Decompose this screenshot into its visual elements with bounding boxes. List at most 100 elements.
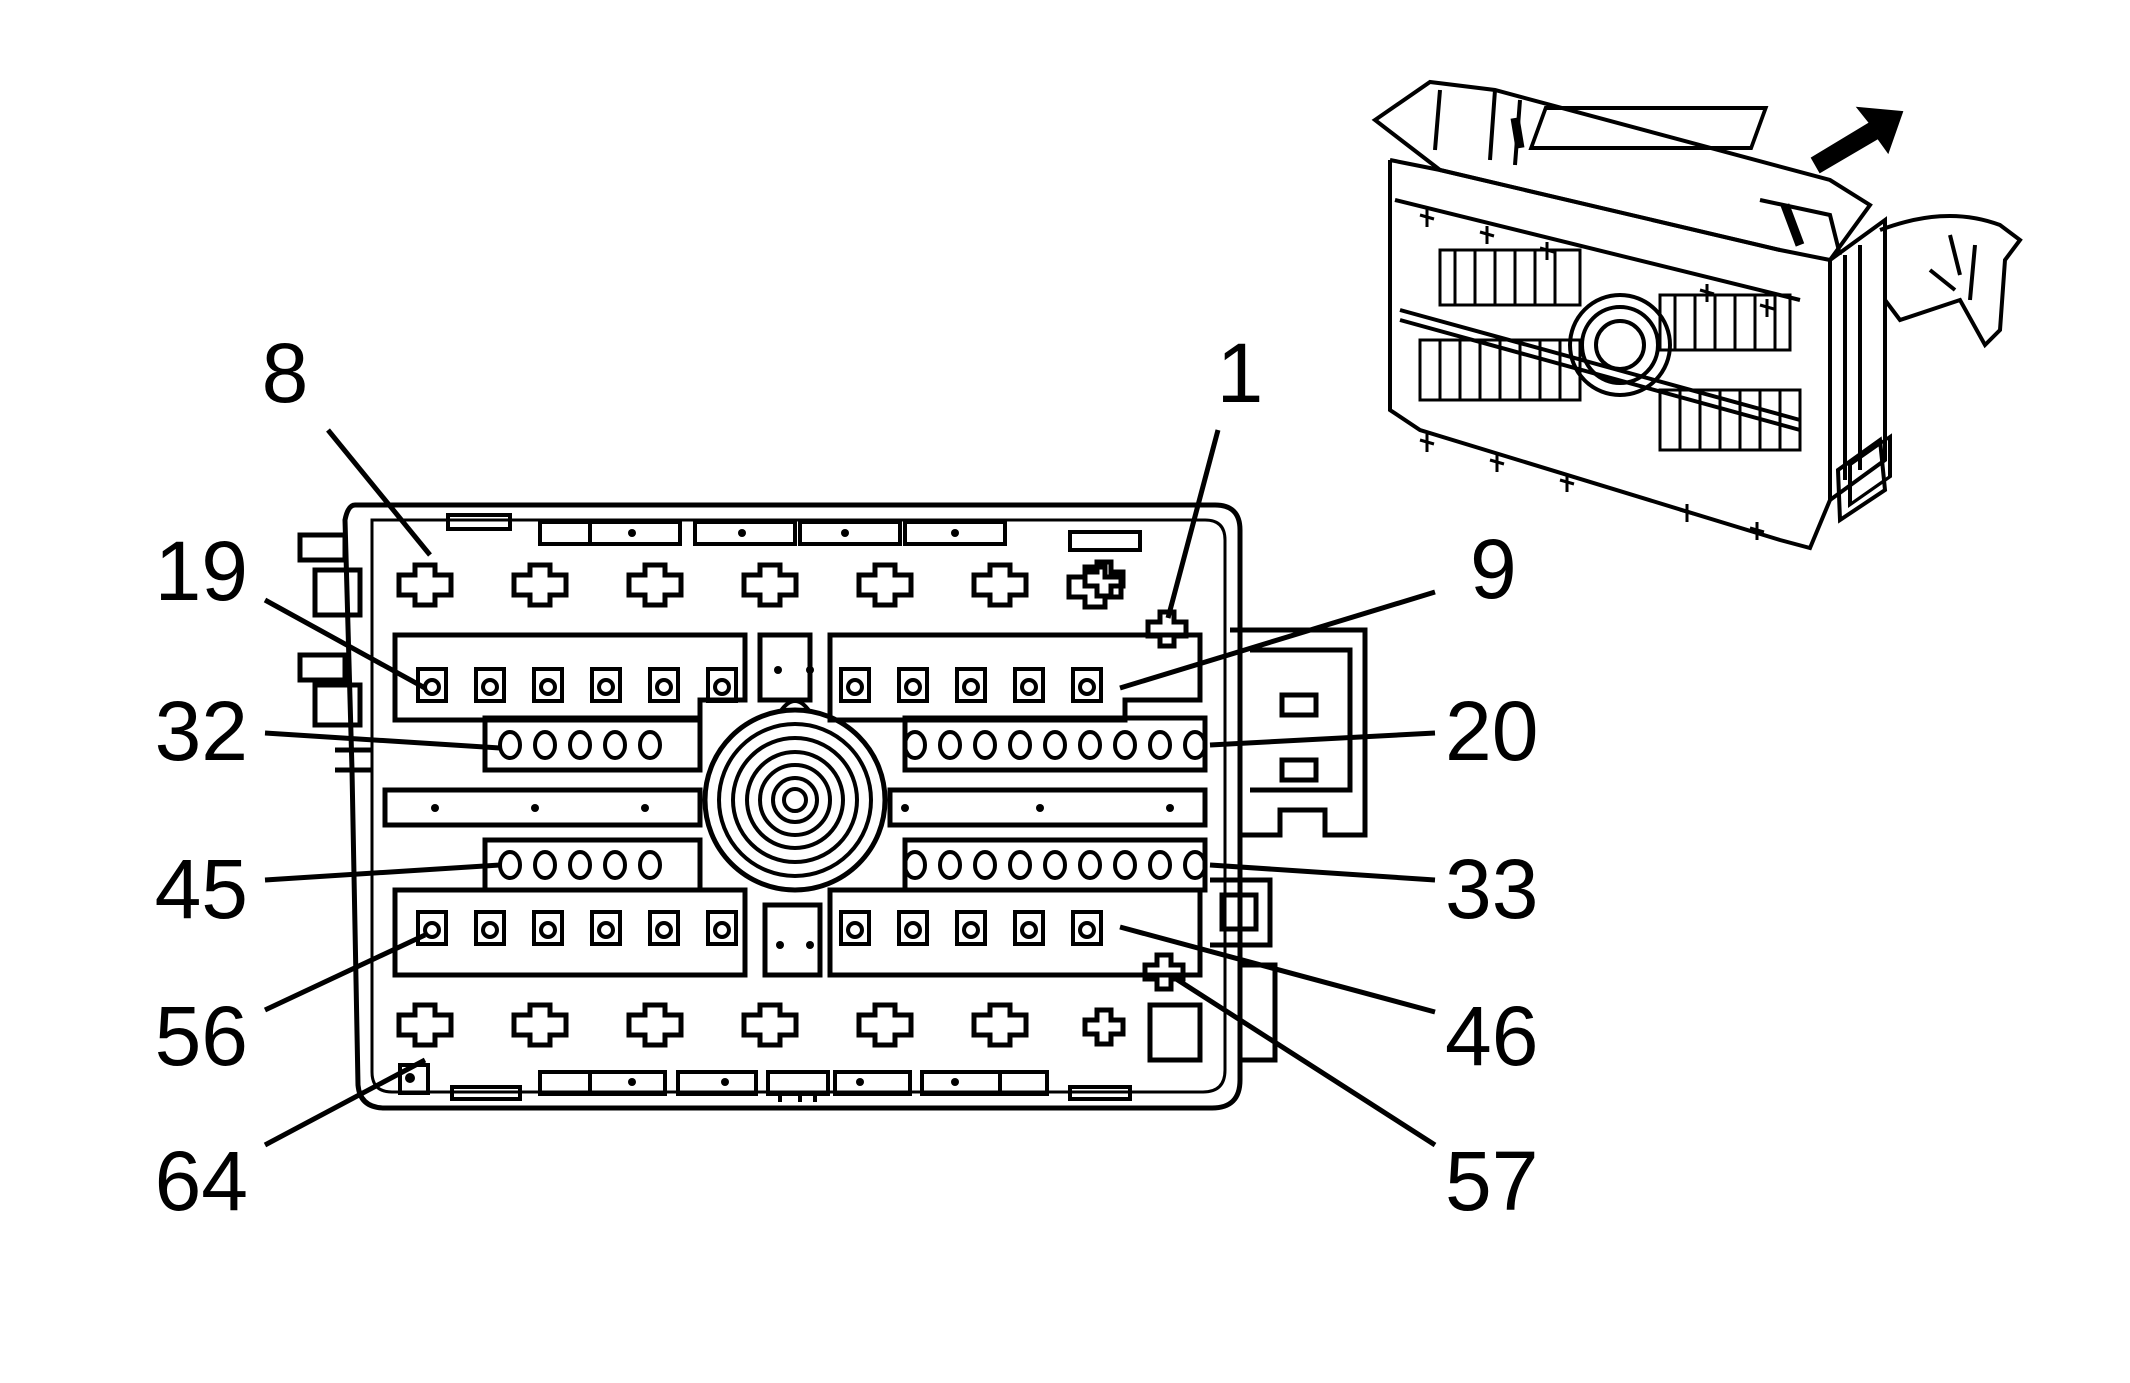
leader-57 xyxy=(1168,972,1437,1148)
pin-label-56: 56 xyxy=(155,989,248,1083)
terminal-upper-2-hole xyxy=(481,678,499,696)
connector-isometric-view xyxy=(1371,79,2023,551)
round-pin-upper-14 xyxy=(1183,730,1207,760)
terminal-top-2 xyxy=(511,562,569,608)
terminal-top-4 xyxy=(741,562,799,608)
terminal-top-7 xyxy=(1066,564,1124,610)
pin-label-19: 19 xyxy=(155,524,248,618)
terminal-bottom-3 xyxy=(626,1002,684,1048)
terminal-top-3 xyxy=(626,562,684,608)
leader-1 xyxy=(1165,429,1221,619)
terminal-upper-2 xyxy=(474,667,506,703)
terminal-upper-1-hole xyxy=(423,678,441,696)
terminal-bottom-4 xyxy=(741,1002,799,1048)
terminal-upper-9 xyxy=(955,667,987,703)
round-pin-upper-4 xyxy=(603,730,627,760)
terminal-lower-11-hole xyxy=(1078,921,1096,939)
round-pin-upper-7 xyxy=(938,730,962,760)
terminal-lower-3 xyxy=(532,910,564,946)
pin-label-32: 32 xyxy=(155,684,248,778)
round-pin-lower-1 xyxy=(498,850,522,880)
leader-19 xyxy=(263,597,427,691)
leader-45 xyxy=(264,862,501,883)
round-pin-lower-2 xyxy=(533,850,557,880)
terminal-lower-11 xyxy=(1071,910,1103,946)
round-pin-lower-6 xyxy=(903,850,927,880)
terminal-upper-8 xyxy=(897,667,929,703)
terminal-upper-11 xyxy=(1071,667,1103,703)
terminal-upper-9-hole xyxy=(962,678,980,696)
round-pin-lower-9 xyxy=(1008,850,1032,880)
leader-64 xyxy=(263,1057,427,1148)
round-pin-lower-4 xyxy=(603,850,627,880)
terminal-lower-2-hole xyxy=(481,921,499,939)
round-pin-lower-7 xyxy=(938,850,962,880)
round-pin-upper-12 xyxy=(1113,730,1137,760)
round-pin-upper-3 xyxy=(568,730,592,760)
terminal-bottom-2 xyxy=(511,1002,569,1048)
terminal-lower-3-hole xyxy=(539,921,557,939)
round-pin-upper-8 xyxy=(973,730,997,760)
terminal-lower-5-hole xyxy=(655,921,673,939)
pin-label-8: 8 xyxy=(262,326,309,420)
terminal-upper-3-hole xyxy=(539,678,557,696)
terminal-upper-6-hole xyxy=(713,678,731,696)
terminal-lower-1-hole xyxy=(423,921,441,939)
leader-46 xyxy=(1119,924,1436,1015)
terminal-top-1 xyxy=(396,562,454,608)
terminal-upper-7 xyxy=(839,667,871,703)
terminal-upper-5-hole xyxy=(655,678,673,696)
leader-lines xyxy=(263,428,1437,1148)
terminal-lower-6-hole xyxy=(713,921,731,939)
terminal-top-5 xyxy=(856,562,914,608)
terminal-upper-5 xyxy=(648,667,680,703)
terminal-upper-6 xyxy=(706,667,738,703)
leader-32 xyxy=(264,730,501,751)
terminal-lower-6 xyxy=(706,910,738,946)
pin-label-46: 46 xyxy=(1445,989,1538,1083)
round-pin-upper-9 xyxy=(1008,730,1032,760)
terminal-upper-8-hole xyxy=(904,678,922,696)
round-pin-upper-2 xyxy=(533,730,557,760)
terminal-bottom-1 xyxy=(396,1002,454,1048)
pin-label-1: 1 xyxy=(1217,326,1264,420)
round-pin-lower-11 xyxy=(1078,850,1102,880)
round-pin-lower-5 xyxy=(638,850,662,880)
round-pin-upper-13 xyxy=(1148,730,1172,760)
round-pin-lower-8 xyxy=(973,850,997,880)
leader-8 xyxy=(326,428,432,557)
terminal-lower-5 xyxy=(648,910,680,946)
terminal-lower-8-hole xyxy=(904,921,922,939)
terminal-lower-10 xyxy=(1013,910,1045,946)
terminal-lower-7 xyxy=(839,910,871,946)
connector-face-view xyxy=(297,502,1368,1111)
pin-label-64: 64 xyxy=(155,1134,248,1228)
terminal-upper-3 xyxy=(532,667,564,703)
terminal-lower-7-hole xyxy=(846,921,864,939)
terminal-top-6 xyxy=(971,562,1029,608)
pin-label-45: 45 xyxy=(155,842,248,936)
terminal-bottom-5 xyxy=(856,1002,914,1048)
terminal-upper-4-hole xyxy=(597,678,615,696)
round-pin-lower-12 xyxy=(1113,850,1137,880)
terminal-lower-2 xyxy=(474,910,506,946)
terminal-lower-9 xyxy=(955,910,987,946)
terminal-upper-4 xyxy=(590,667,622,703)
terminal-lower-1 xyxy=(416,910,448,946)
pin-label-57: 57 xyxy=(1445,1134,1538,1228)
round-pin-upper-6 xyxy=(903,730,927,760)
terminal-lower-4-hole xyxy=(597,921,615,939)
leader-20 xyxy=(1209,730,1436,748)
round-pin-upper-5 xyxy=(638,730,662,760)
terminal-bottom-6 xyxy=(971,1002,1029,1048)
leader-56 xyxy=(263,932,427,1013)
round-pin-upper-11 xyxy=(1078,730,1102,760)
terminal-upper-7-hole xyxy=(846,678,864,696)
round-pin-upper-10 xyxy=(1043,730,1067,760)
round-pin-lower-3 xyxy=(568,850,592,880)
terminal-lower-10-hole xyxy=(1020,921,1038,939)
leader-33 xyxy=(1209,862,1436,883)
terminal-lower-4 xyxy=(590,910,622,946)
terminal-upper-10-hole xyxy=(1020,678,1038,696)
